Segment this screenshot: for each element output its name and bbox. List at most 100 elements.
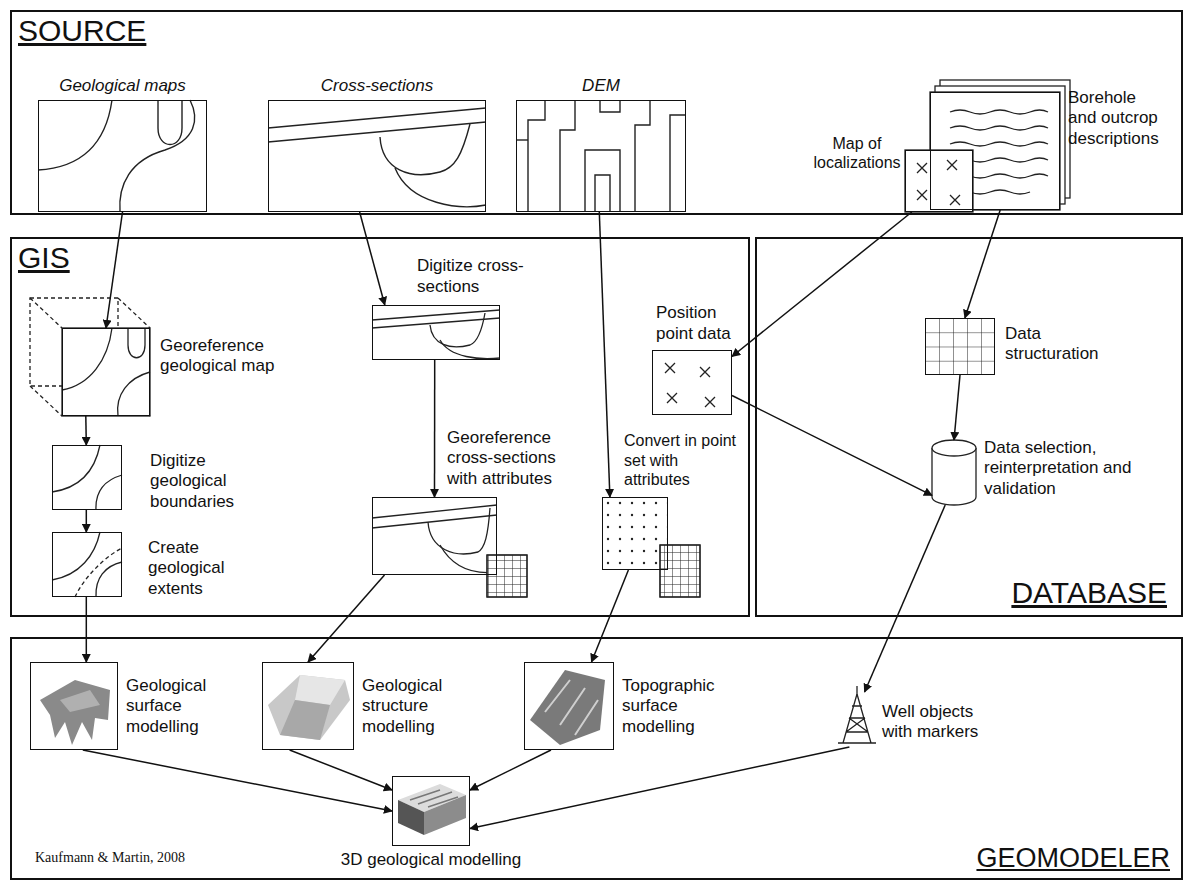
cube-drawing — [30, 298, 150, 416]
boundary-drawing — [52, 445, 122, 597]
illustration-stroke — [950, 126, 1048, 130]
node-label: Position point data — [656, 303, 744, 344]
illustration-stroke — [62, 328, 150, 416]
process-box: Georeference geological map — [62, 328, 150, 416]
illustration-stroke — [905, 150, 973, 212]
source-credit: Kaufmann & Martin, 2008 — [35, 850, 185, 866]
illustration-stroke — [595, 175, 610, 212]
region-heading: DATABASE — [977, 576, 1167, 609]
node-label: Well objects with markers — [882, 702, 1007, 743]
model-box: 3D geological modelling — [392, 776, 470, 846]
region-band: SOURCEGeological mapsCross-sectionsDEMBo… — [10, 10, 1183, 215]
source-box: Cross-sections — [268, 100, 486, 212]
flow-arrow — [290, 750, 392, 790]
illustration-stroke — [585, 150, 620, 212]
illustration-stroke — [440, 340, 500, 359]
node-label: Data selection, reinterpretation and val… — [984, 438, 1152, 499]
node-label: Borehole and outcrop descriptions — [1068, 88, 1168, 149]
node-label: Geological maps — [38, 76, 207, 96]
illustration-stroke — [158, 100, 182, 145]
model-box: Topographic surface modelling — [524, 662, 614, 750]
process-box: Convert in point set with attributes — [602, 497, 668, 570]
illustration-stroke — [372, 505, 497, 518]
illustration-stroke — [428, 508, 490, 554]
illustration-stroke — [838, 686, 876, 743]
flow-arrow — [83, 750, 392, 811]
flow-arrow — [599, 212, 610, 497]
illustration-stroke — [280, 700, 330, 740]
flow-arrow — [965, 210, 1000, 318]
illustration-stroke — [40, 680, 110, 745]
illustration-stroke — [670, 115, 686, 212]
point-marks — [665, 363, 715, 407]
illustration-stroke — [660, 545, 700, 597]
process-box: Digitize geological boundaries — [52, 445, 122, 510]
illustration-stroke — [487, 555, 527, 597]
illustration-stroke — [660, 545, 700, 597]
illustration-stroke — [950, 110, 1048, 114]
region-band: GISGeoreference geological mapDigitize g… — [10, 237, 750, 617]
process-box: Create geological extents — [52, 532, 122, 597]
illustration-stroke — [30, 298, 150, 416]
node-label: Topographic surface modelling — [622, 676, 730, 737]
illustration-stroke — [52, 532, 100, 580]
illustration-stroke — [38, 100, 112, 170]
illustration-stroke — [118, 372, 150, 416]
model-box: Geological surface modelling — [30, 662, 118, 750]
flow-arrow — [470, 747, 849, 829]
flow-arrow — [85, 416, 87, 445]
illustration-stroke — [96, 562, 122, 597]
illustration-stroke — [398, 800, 424, 835]
node-label: DEM — [516, 76, 686, 96]
illustration-stroke — [395, 168, 486, 207]
flow-arrow — [470, 750, 551, 790]
illustration-stroke — [96, 475, 122, 510]
flow-arrow — [86, 597, 88, 662]
illustration-stroke — [62, 328, 112, 390]
illustration-stroke — [635, 100, 650, 212]
illustration-stroke — [295, 675, 345, 705]
node-label: Geological structure modelling — [362, 676, 470, 737]
illustration-stroke — [665, 363, 715, 407]
flow-arrow — [732, 396, 932, 496]
well-tower — [838, 686, 876, 743]
node-label: Georeference geological map — [160, 336, 300, 377]
node-label: Digitize geological boundaries — [150, 451, 280, 512]
illustration-stroke — [410, 790, 458, 807]
illustration-stroke — [52, 445, 100, 492]
illustration-stroke — [528, 100, 545, 212]
region-heading: SOURCE — [18, 14, 318, 47]
location-map: Map of localizations — [905, 150, 973, 212]
node-label: Cross-sections — [268, 76, 486, 96]
node-label: Georeference cross-sections with attribu… — [447, 428, 565, 489]
illustration-stroke — [75, 548, 122, 597]
flow-arrow — [360, 212, 385, 305]
region-band: GEOMODELER Geological surface modelling Ge… — [10, 637, 1183, 880]
region-heading: GIS — [18, 241, 218, 274]
illustration-stroke — [372, 318, 500, 328]
node-label: Digitize cross-sections — [417, 256, 532, 297]
database-cylinder — [932, 440, 976, 505]
region-heading: GEOMODELER — [970, 844, 1170, 874]
document-stack: Borehole and outcrop descriptions — [930, 92, 1060, 210]
illustration-stroke — [120, 100, 195, 212]
node-label: Create geological extents — [148, 538, 268, 599]
flow-arrow — [86, 510, 88, 532]
illustration-stroke — [602, 497, 668, 570]
illustration-stroke — [545, 680, 598, 735]
illustration-stroke — [372, 515, 497, 528]
illustration-stroke — [530, 670, 605, 745]
node-label: Convert in point set with attributes — [624, 431, 746, 489]
illustration-stroke — [560, 100, 575, 212]
model-thumbnails — [40, 670, 605, 835]
section-drawing — [268, 108, 486, 207]
process-box: Georeference cross-sections with attribu… — [372, 497, 497, 575]
illustration-stroke — [380, 124, 470, 175]
source-box: DEM — [516, 100, 686, 212]
node-label: Map of localizations — [811, 134, 903, 172]
dem-drawing — [516, 100, 686, 212]
process-box: Position point data — [652, 350, 732, 415]
illustration-stroke — [917, 160, 960, 205]
well-symbol: Well objects with markers — [838, 692, 876, 747]
